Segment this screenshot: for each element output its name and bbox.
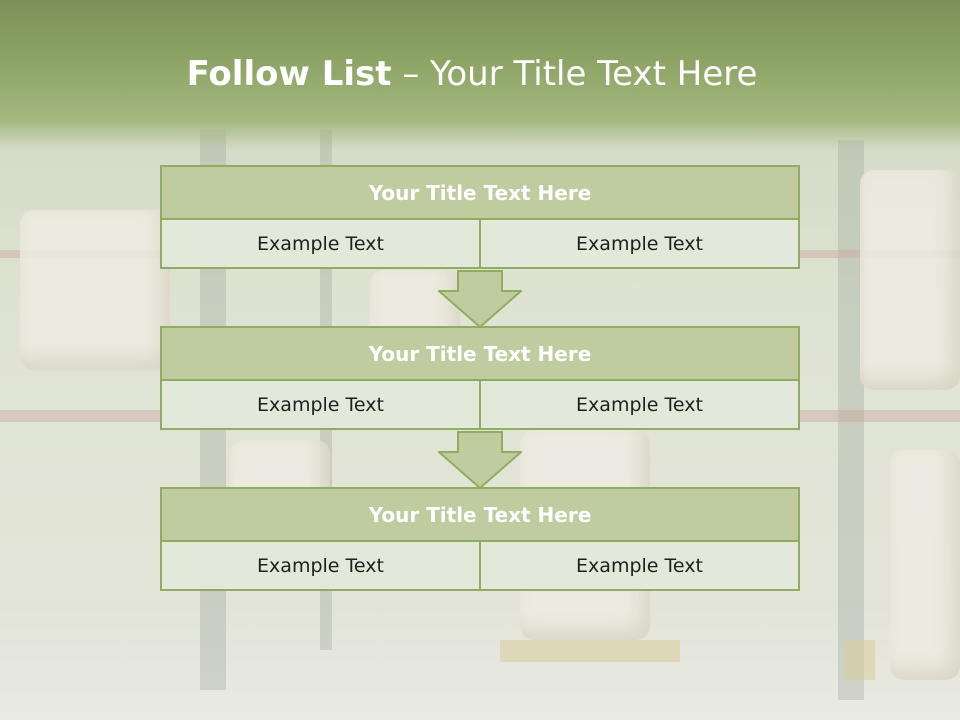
title-header-band — [0, 0, 960, 150]
step-title: Your Title Text Here — [160, 487, 800, 542]
down-arrow-icon — [438, 431, 522, 489]
step-title: Your Title Text Here — [160, 165, 800, 220]
follow-list-step: Your Title Text Here Example Text Exampl… — [160, 326, 800, 430]
slide-title-rest: – Your Title Text Here — [391, 54, 758, 94]
slide-title-bold: Follow List — [186, 54, 392, 94]
slide-title: Follow List – Your Title Text Here — [0, 54, 944, 94]
step-left-text: Example Text — [160, 381, 481, 430]
step-right-text: Example Text — [479, 220, 800, 269]
step-left-text: Example Text — [160, 542, 481, 591]
step-right-text: Example Text — [479, 542, 800, 591]
down-arrow-icon — [438, 270, 522, 328]
follow-list-step: Your Title Text Here Example Text Exampl… — [160, 487, 800, 591]
step-title: Your Title Text Here — [160, 326, 800, 381]
follow-list-step: Your Title Text Here Example Text Exampl… — [160, 165, 800, 269]
step-left-text: Example Text — [160, 220, 481, 269]
step-right-text: Example Text — [479, 381, 800, 430]
